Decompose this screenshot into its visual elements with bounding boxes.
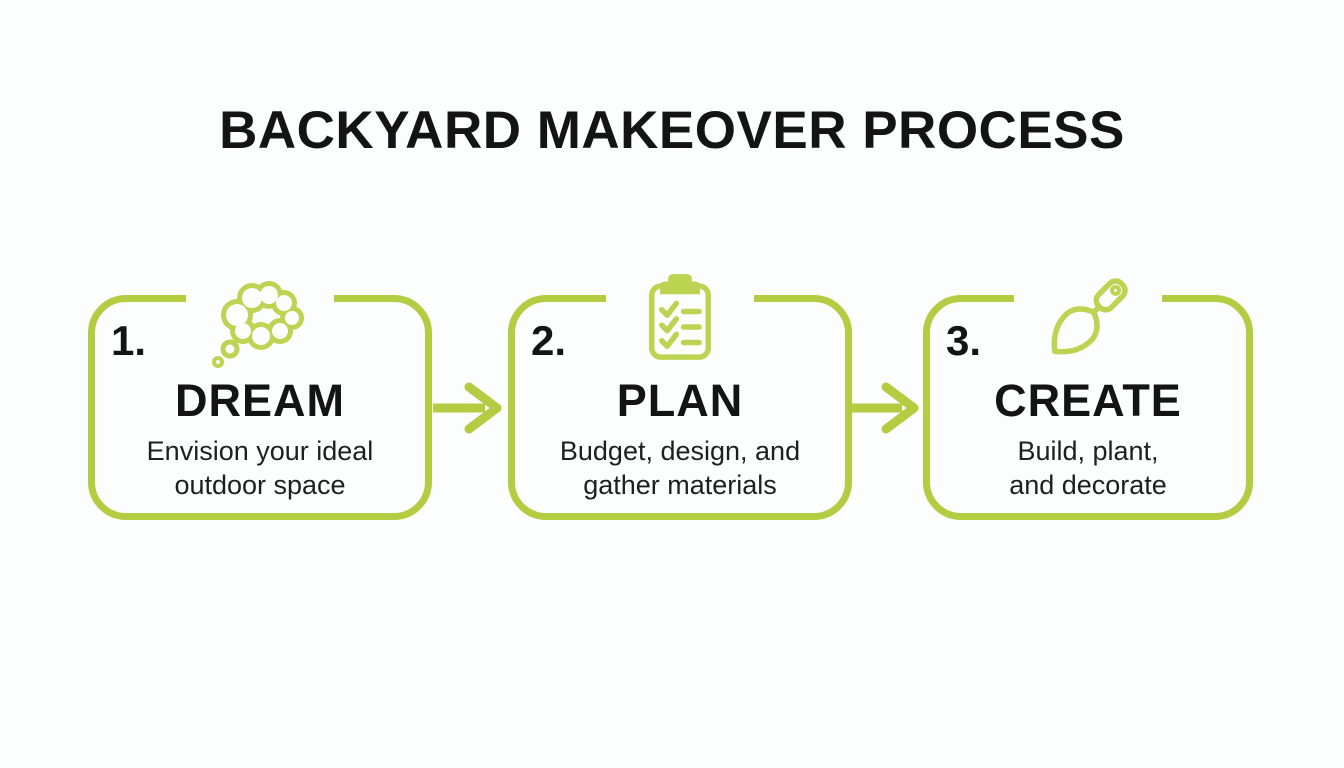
desc-line-2: and decorate	[1009, 470, 1167, 500]
desc-line-2: gather materials	[583, 470, 777, 500]
desc-line-2: outdoor space	[174, 470, 346, 500]
step-description: Envision your ideal outdoor space	[95, 434, 425, 502]
page-title: BACKYARD MAKEOVER PROCESS	[219, 101, 1125, 160]
step-description: Budget, design, and gather materials	[515, 434, 845, 502]
step-name: PLAN	[616, 375, 744, 426]
border-gap	[606, 292, 754, 306]
step-name: DREAM	[175, 375, 345, 426]
clipboard-checklist-icon	[639, 271, 721, 368]
thought-cloud-icon	[204, 272, 316, 377]
step-number: 1.	[111, 317, 147, 364]
arrow-right-icon	[433, 380, 507, 441]
step-number: 3.	[946, 317, 982, 364]
step-card-dream: 1. DREAM Envision your ideal outdoor spa…	[88, 281, 432, 520]
desc-line-1: Budget, design, and	[559, 436, 801, 466]
step-card-create: 3. CREATE Build, plant, and decorate	[923, 278, 1253, 520]
arrow-right-icon	[850, 380, 924, 441]
desc-line-1: Build, plant,	[1017, 436, 1159, 466]
garden-trowel-icon	[1034, 268, 1142, 373]
step-card-plan: 2. PLAN Budget, design, and gather mater…	[508, 274, 852, 520]
step-name: CREATE	[994, 375, 1182, 426]
step-number: 2.	[531, 317, 567, 364]
desc-line-1: Envision your ideal	[146, 436, 374, 466]
step-description: Build, plant, and decorate	[930, 434, 1246, 502]
